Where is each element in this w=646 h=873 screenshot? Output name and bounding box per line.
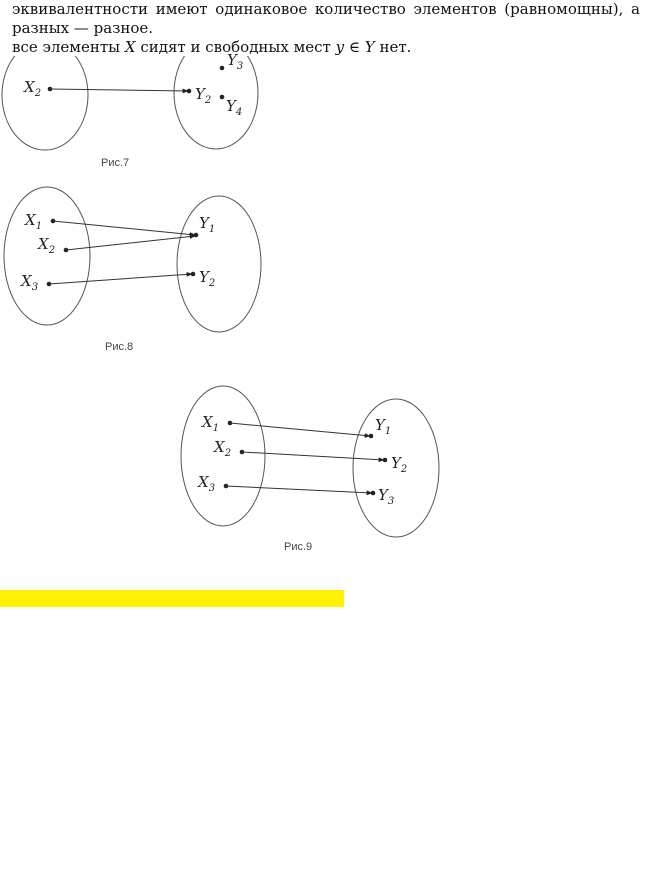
fig8-label-y2: Y2	[199, 268, 215, 289]
highlight-bar	[0, 590, 344, 607]
fig7-point-y4	[219, 94, 225, 100]
math-x: X	[124, 38, 136, 56]
fig9-arrow-x2-y2	[241, 451, 385, 463]
fig9-label-x3: X3	[197, 473, 215, 494]
fig8-arrow-x3-y2	[48, 271, 193, 285]
text-line-2: разных — разное.	[12, 19, 154, 37]
fig7-caption: Рис.7	[101, 157, 129, 169]
fig8-label-x3: X3	[20, 272, 38, 293]
fig9-set-y-ellipse	[352, 398, 440, 538]
figure-7: X2 Y2 Y3 Y4 Рис.7	[1, 51, 259, 169]
fig8-point-y1	[193, 232, 199, 238]
fig8-set-y-ellipse	[176, 195, 262, 333]
fig8-caption: Рис.8	[105, 341, 133, 353]
fig9-point-y2	[382, 457, 388, 463]
fig7-point-y2	[186, 88, 192, 94]
figure-9: X1 X2 X3 Y1 Y2 Y3 Рис.9	[180, 385, 440, 553]
fig8-label-x2: X2	[37, 235, 55, 256]
fig8-point-y2	[190, 271, 196, 277]
fig9-arrow-x1-y1	[229, 422, 371, 438]
fig7-label-y3: Y3	[227, 51, 243, 72]
body-text: эквивалентности имеют одинаковое количес…	[12, 0, 640, 57]
fig9-label-x1: X1	[201, 413, 219, 434]
text-line-3-prefix: все элементы	[12, 38, 121, 56]
fig7-label-x2: X2	[23, 78, 41, 99]
text-line-3: все элементы X сидят и свободных мест y …	[12, 38, 640, 57]
math-in: ∈	[348, 38, 360, 56]
fig9-label-x2: X2	[213, 438, 231, 459]
fig8-set-x-ellipse	[3, 186, 91, 326]
fig9-caption: Рис.9	[284, 541, 312, 553]
fig7-set-y-ellipse	[173, 56, 259, 150]
fig7-label-y2: Y2	[195, 85, 211, 106]
fig7-point-y3	[219, 65, 225, 71]
math-Y: Y	[364, 38, 375, 56]
fig9-point-y1	[368, 433, 374, 439]
math-y: y	[335, 38, 345, 56]
figure-8: X1 X2 X3 Y1 Y2 Рис.8	[3, 186, 262, 353]
fig9-label-y2: Y2	[391, 454, 407, 475]
fig9-point-y3	[370, 490, 376, 496]
fig8-arrow-x2-y1	[65, 234, 196, 251]
fig9-set-x-ellipse	[180, 385, 266, 527]
fig8-label-y1: Y1	[199, 214, 215, 235]
text-line-3-suffix: нет.	[379, 38, 412, 56]
fig7-arrow-x2-y2	[49, 88, 189, 94]
fig9-label-y1: Y1	[375, 416, 391, 437]
fig7-set-x-ellipse	[1, 56, 89, 151]
text-line-3-middle: сидят и свободных мест	[140, 38, 331, 56]
fig8-arrow-x1-y1	[52, 220, 196, 237]
text-line-1: эквивалентности имеют одинаковое количес…	[12, 0, 640, 18]
fig9-label-y3: Y3	[378, 486, 394, 507]
fig8-label-x1: X1	[24, 211, 42, 232]
fig7-label-y4: Y4	[226, 97, 242, 118]
fig9-arrow-x3-y3	[225, 485, 373, 496]
